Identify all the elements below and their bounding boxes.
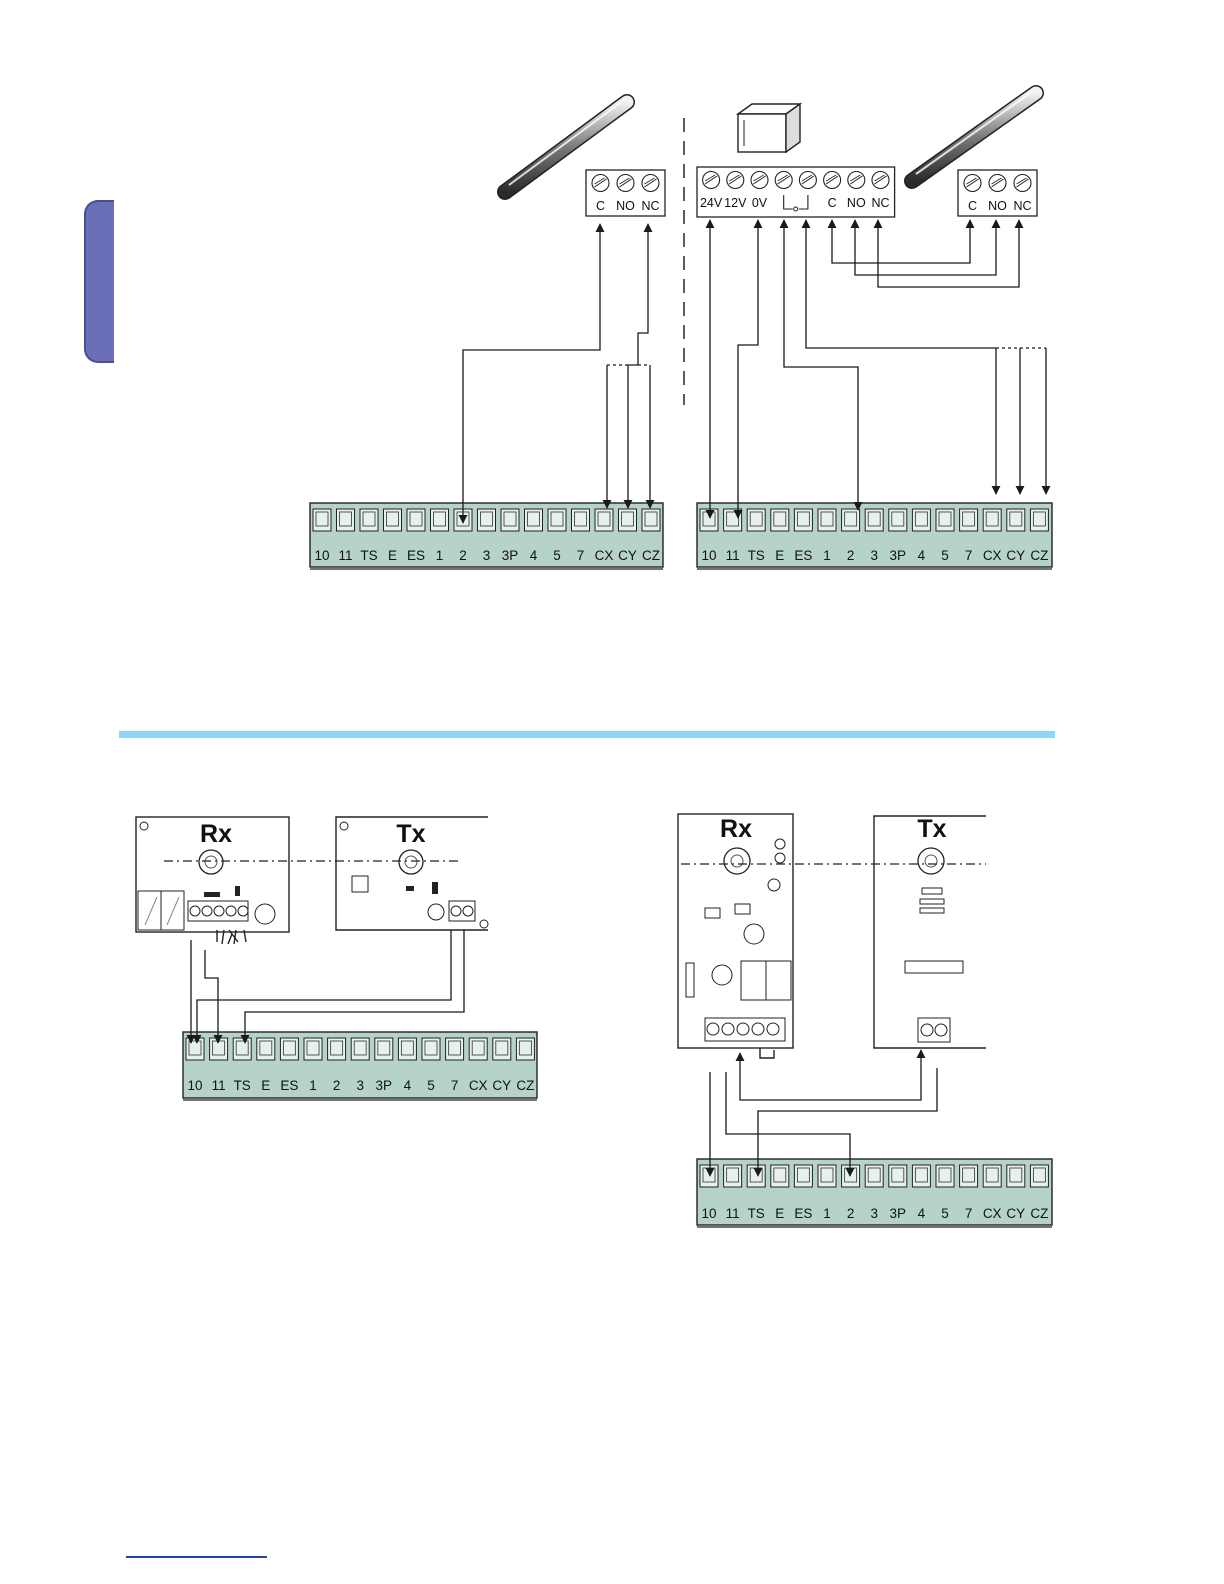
terminal-label: E [388, 548, 397, 563]
terminal-label: CX [469, 1078, 488, 1093]
terminal-label: 2 [459, 548, 467, 563]
tx-label-left: Tx [396, 820, 425, 848]
terminal-label: CY [492, 1078, 511, 1093]
terminal-label: 5 [427, 1078, 435, 1093]
terminal-label: 7 [965, 1206, 973, 1221]
terminal-label: 5 [941, 548, 949, 563]
terminal-label: 3 [870, 548, 878, 563]
terminal-label: 1 [436, 548, 444, 563]
edge-contact-block-left: C NO NC [586, 170, 665, 216]
sensitive-edge-right [912, 91, 1036, 181]
terminal-label: 11 [212, 1078, 226, 1093]
rx-label-right: Rx [720, 815, 752, 843]
wires-top-left [463, 224, 650, 523]
terminal-label: 3 [870, 1206, 878, 1221]
terminal-label: E [775, 548, 784, 563]
terminal-label: 10 [314, 548, 329, 563]
terminal-label: ES [794, 1206, 812, 1221]
terminal-label: CX [595, 548, 614, 563]
photocell-rx-board-right: Rx [678, 814, 793, 1058]
terminal-label: TS [748, 1206, 765, 1221]
terminal-strip-bottom-right: 10 11 TS E ES 1 23 3P 45 7 CX CY CZ [697, 1159, 1052, 1227]
terminal-label: 5 [553, 548, 561, 563]
terminal-label: 4 [918, 1206, 926, 1221]
terminal-label: 2 [847, 548, 855, 563]
terminal-label: 4 [530, 548, 538, 563]
terminal-label: ES [407, 548, 425, 563]
terminal-label: CZ [516, 1078, 534, 1093]
terminal-label: CZ [1030, 1206, 1048, 1221]
edge-contact-block-right: C NO NC [958, 170, 1037, 216]
control-unit-box [738, 104, 800, 152]
terminal-label: TS [748, 548, 765, 563]
terminal-label: 1 [823, 1206, 831, 1221]
terminal-label: 4 [404, 1078, 412, 1093]
terminal-label: CX [983, 548, 1002, 563]
contact-label: NC [1013, 199, 1031, 213]
contact-label: NC [871, 196, 889, 210]
contact-label: 0V [752, 196, 768, 210]
terminal-label: 3P [376, 1078, 393, 1093]
wires-bottom-right [710, 1050, 937, 1176]
contact-label: 24V [700, 196, 723, 210]
terminal-label: 3P [890, 1206, 907, 1221]
terminal-label: 3 [356, 1078, 364, 1093]
screw-terminal-3 [775, 172, 792, 189]
contact-label: C [596, 199, 605, 213]
terminal-label: 10 [701, 1206, 716, 1221]
terminal-label: 7 [451, 1078, 459, 1093]
terminal-label: CY [1006, 548, 1025, 563]
photocell-tx-board-left: Tx [336, 817, 488, 930]
tx-label-right: Tx [917, 815, 946, 843]
terminal-label: 4 [918, 548, 926, 563]
terminal-label: CZ [1030, 548, 1048, 563]
contact-label: NO [847, 196, 866, 210]
terminal-label: 3P [502, 548, 519, 563]
terminal-label: 3P [890, 548, 907, 563]
terminal-label: TS [360, 548, 377, 563]
contact-label: NO [616, 199, 635, 213]
terminal-label: E [775, 1206, 784, 1221]
terminal-label: 1 [823, 548, 831, 563]
rx-label-left: Rx [200, 820, 232, 848]
terminal-label: CY [1006, 1206, 1025, 1221]
terminal-label: 1 [309, 1078, 317, 1093]
photocell-tx-board-right: Tx [874, 815, 986, 1048]
wires-top-right [710, 220, 1046, 518]
terminal-label: 11 [338, 548, 352, 563]
terminal-label: CY [618, 548, 637, 563]
terminal-label: 7 [577, 548, 585, 563]
terminal-label: CZ [642, 548, 660, 563]
contact-label: C [968, 199, 977, 213]
terminal-label: 11 [726, 1206, 740, 1221]
screw-terminal-4 [799, 172, 816, 189]
photocell-rx-board-left: Rx [136, 817, 289, 944]
wires-bottom-left [191, 930, 464, 1043]
contact-label: C [828, 196, 837, 210]
contact-label: NC [641, 199, 659, 213]
terminal-label: 10 [187, 1078, 202, 1093]
terminal-label: ES [794, 548, 812, 563]
terminal-label: ES [280, 1078, 298, 1093]
terminal-label: CX [983, 1206, 1002, 1221]
terminal-label: 2 [847, 1206, 855, 1221]
terminal-label: 5 [941, 1206, 949, 1221]
terminal-label: 3 [483, 548, 491, 563]
terminal-label: 7 [965, 548, 973, 563]
terminal-label: 2 [333, 1078, 341, 1093]
terminal-label: E [261, 1078, 270, 1093]
terminal-label: 10 [701, 548, 716, 563]
terminal-label: 11 [726, 548, 740, 563]
terminal-label: TS [234, 1078, 251, 1093]
contact-label: 12V [724, 196, 747, 210]
contact-label: NO [988, 199, 1007, 213]
